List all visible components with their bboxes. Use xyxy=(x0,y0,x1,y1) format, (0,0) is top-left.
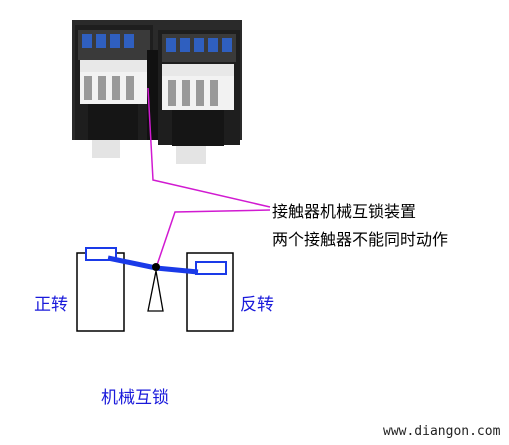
callout-line-2: 两个接触器不能同时动作 xyxy=(272,230,449,249)
forward-label: 正转 xyxy=(34,295,68,315)
reverse-label: 反转 xyxy=(240,295,274,315)
leader-line-upper xyxy=(147,87,271,208)
left-contactor-box xyxy=(76,252,125,332)
callout-line-1: 接触器机械互锁装置 xyxy=(272,202,417,221)
leader-line-lower xyxy=(155,209,271,269)
left-contactor xyxy=(75,25,153,158)
diagram-caption: 机械互锁 xyxy=(101,388,169,408)
fulcrum-triangle xyxy=(147,270,164,312)
right-latch xyxy=(195,261,227,275)
watermark: www.diangon.com xyxy=(383,424,501,439)
contactor-pair-image xyxy=(72,20,242,164)
pivot-point xyxy=(152,263,160,271)
right-contactor xyxy=(158,30,240,164)
